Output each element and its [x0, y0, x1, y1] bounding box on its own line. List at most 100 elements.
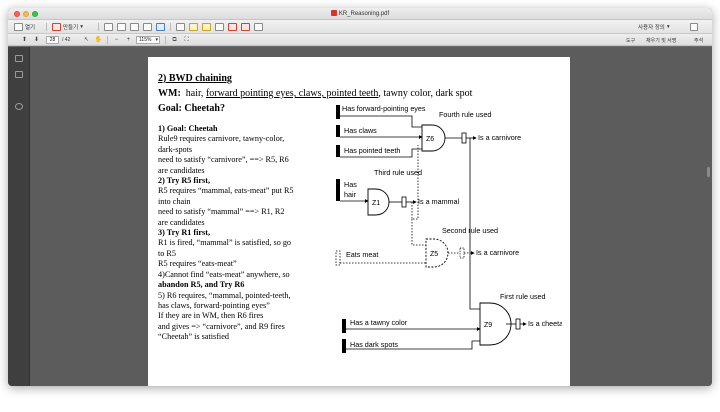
save-button[interactable] — [104, 22, 115, 32]
toolbar-divider — [170, 23, 171, 31]
fill-sign-link[interactable]: 채우기 및 서명 — [646, 38, 677, 44]
open-label: 열기 — [25, 25, 36, 31]
close-window-button[interactable] — [14, 11, 20, 17]
step-line: need to satisfy “mammal” ==> R1, R2 — [158, 207, 285, 217]
save-icon — [104, 23, 113, 31]
chevron-down-icon: ▾ — [80, 24, 83, 30]
stamp-button[interactable] — [254, 22, 265, 32]
zoom-value: 115% — [139, 37, 152, 43]
comment-tool-button[interactable] — [189, 22, 200, 32]
next-page-button[interactable]: ⬇ — [32, 36, 41, 44]
step-line: 3) Try R1 first, — [158, 228, 210, 238]
page-thumbnails-icon[interactable] — [15, 55, 23, 62]
previous-page-button[interactable]: ⬆ — [20, 36, 29, 44]
edit-button[interactable] — [143, 22, 154, 32]
connector-line — [340, 115, 422, 128]
share-button[interactable] — [241, 22, 252, 32]
pdf-file-icon — [330, 10, 337, 16]
toolbar-divider — [98, 23, 99, 31]
gear-icon — [176, 23, 185, 31]
gate-label-z1: Z1 — [372, 200, 380, 207]
connector-line — [411, 145, 419, 220]
input-label-dark-spots: Has dark spots — [350, 340, 398, 349]
print-button[interactable] — [117, 22, 128, 32]
zoom-out-button[interactable]: − — [112, 36, 121, 44]
reasoning-steps: 1) Goal: Cheetah Rule9 requires carnivor… — [158, 124, 330, 343]
wm-label: WM: — [158, 88, 181, 99]
scrollbar-handle[interactable] — [707, 167, 710, 177]
input-bar — [336, 105, 340, 119]
zoom-select[interactable]: 115%▾ — [136, 36, 160, 44]
bookmarks-icon[interactable] — [15, 71, 23, 78]
window-title-text: KR_Reasoning.pdf — [338, 11, 390, 17]
step-line: If they are in WM, then R6 fires — [158, 311, 264, 321]
input-bar — [336, 145, 340, 157]
fit-page-button[interactable]: ⧉ — [170, 36, 179, 44]
output-box — [461, 132, 467, 144]
connector-line — [411, 219, 426, 246]
step-line: 2) Try R5 first, — [158, 176, 210, 186]
connector-line — [469, 138, 480, 310]
protect-button[interactable] — [228, 22, 239, 32]
input-bar-dashed — [335, 250, 341, 266]
output-label-mammal: Is a mammal — [418, 197, 460, 206]
highlight-tool-button[interactable] — [202, 22, 213, 32]
toolbar-divider — [46, 23, 47, 31]
create-pdf-icon — [52, 23, 61, 31]
page-nav-toolbar: ⬆ ⬇ 28 / 42 ↖ ✋ − + 115%▾ ⧉ ⛶ 도구 채우기 및 서… — [8, 34, 712, 46]
create-button[interactable]: 만들기▾ — [52, 22, 83, 32]
gate-label-z5: Z5 — [430, 251, 438, 258]
highlight-icon — [202, 23, 211, 31]
rule-label-fourth: Fourth rule used — [439, 110, 491, 119]
folder-icon — [14, 23, 23, 31]
comment-link[interactable]: 주석 — [694, 38, 704, 44]
gate-z9 — [479, 302, 512, 346]
connector-line — [346, 340, 480, 350]
fit-page-icon: ⧉ — [172, 37, 177, 43]
tools-link[interactable]: 도구 — [626, 38, 636, 44]
minimize-window-button[interactable] — [23, 11, 29, 17]
rule-chain-diagram: Has forward-pointing eyes Has claws Has … — [335, 104, 562, 353]
edit-icon — [143, 23, 152, 31]
input-bar — [342, 319, 346, 333]
page-number-input[interactable]: 28 — [46, 36, 59, 44]
open-button[interactable]: 열기 — [14, 22, 35, 32]
arrow-up-icon: ⬆ — [21, 37, 28, 43]
settings-button[interactable] — [176, 22, 187, 32]
document-workspace[interactable]: 2) BWD chaining WM: hair, forward pointi… — [30, 47, 712, 386]
step-line: “Cheetah” is satisfied — [158, 332, 229, 342]
maximize-window-button[interactable] — [32, 11, 38, 17]
sign-button[interactable] — [215, 22, 226, 32]
gate-z6 — [421, 124, 446, 152]
cursor-icon: ↖ — [83, 37, 90, 43]
select-tool-button[interactable]: ↖ — [82, 36, 91, 44]
goal-line: Goal: Cheetah? — [158, 103, 225, 114]
customize-label: 사용자 정의 — [638, 25, 665, 31]
hand-tool-button[interactable]: ✋ — [94, 36, 103, 44]
output-box — [515, 318, 521, 330]
step-line: R5 requires “mammal, eats-meat” put R5 — [158, 186, 294, 196]
customize-button[interactable]: 사용자 정의▾ — [638, 22, 670, 32]
output-box — [459, 247, 465, 259]
email-button[interactable] — [130, 22, 141, 32]
mail-icon — [130, 23, 139, 31]
attachment-icon[interactable] — [15, 103, 23, 110]
step-line: dark-spots — [158, 144, 193, 154]
stamp-icon — [254, 23, 263, 31]
gate-label-z6: Z6 — [426, 136, 434, 143]
toolbar-divider — [107, 36, 108, 44]
comment-icon — [189, 23, 198, 31]
input-label-hair: hair — [344, 190, 357, 199]
zoom-in-button[interactable]: + — [124, 36, 133, 44]
output-label-carnivore-2: Is a carnivore — [476, 248, 519, 257]
step-line: and gives => “carnivore”, and R9 fires — [158, 321, 285, 331]
step-line: R5 requires “eats-meat” — [158, 259, 237, 269]
full-screen-button[interactable]: ⛶ — [182, 36, 191, 44]
wm-suffix: , tawny color, dark spot — [378, 88, 473, 99]
export-button[interactable] — [156, 22, 167, 32]
gate-z5 — [425, 238, 449, 268]
expand-button[interactable] — [690, 22, 700, 32]
step-line: abandon R5, and Try R6 — [158, 280, 245, 290]
signature-icon — [215, 23, 224, 31]
step-line: Rule9 requires carnivore, tawny-color, — [158, 134, 285, 144]
